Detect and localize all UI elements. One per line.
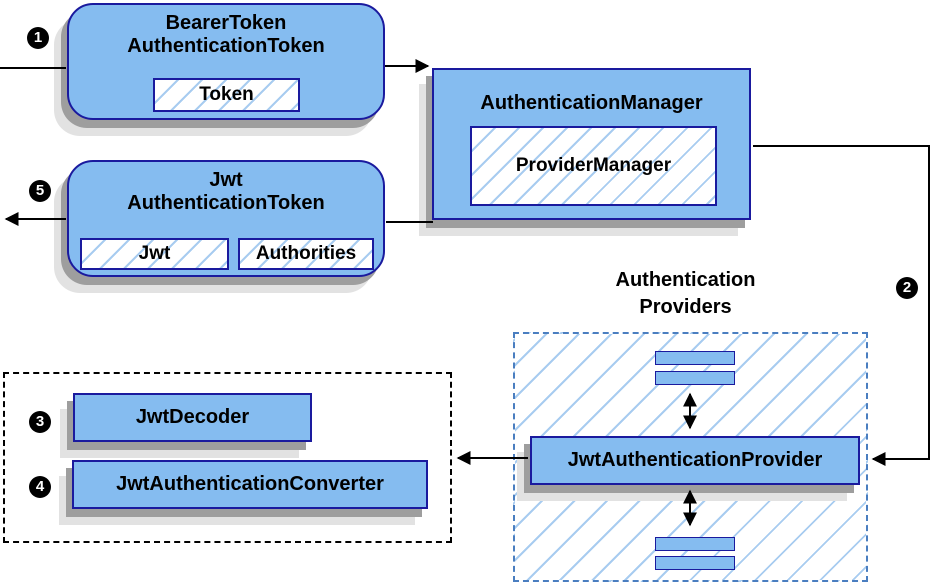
jwt-token-node-title: Jwt AuthenticationToken [69, 169, 383, 215]
authentication-providers-label: Authentication Providers [573, 267, 798, 321]
jwt-token-title-line1: Jwt [209, 169, 243, 191]
authentication-providers-label-line1: Authentication [615, 269, 756, 291]
provider-manager-field-label: ProviderManager [515, 155, 672, 176]
jwt-field: Jwt [80, 238, 229, 270]
jwt-authentication-converter-node: JwtAuthenticationConverter [72, 460, 428, 509]
authentication-manager-title: AuthenticationManager [480, 92, 703, 114]
jwt-decoder-title: JwtDecoder [135, 406, 250, 428]
jwt-authentication-token-node: Jwt AuthenticationToken Jwt Authorities [67, 160, 385, 277]
jwt-decoder-converter-group [3, 372, 452, 543]
authorities-field-label: Authorities [255, 243, 357, 264]
step-3-number: 3 [35, 413, 45, 430]
token-field: Token [153, 78, 300, 112]
provider-placeholder-bar [655, 556, 735, 570]
bearer-token-title-line1: BearerToken [165, 12, 287, 34]
jwt-authentication-provider-node: JwtAuthenticationProvider [530, 436, 860, 485]
authentication-manager-node: AuthenticationManager ProviderManager [432, 68, 751, 220]
bearer-token-authentication-token-node: BearerToken AuthenticationToken Token [67, 3, 385, 120]
jwt-authentication-converter-title: JwtAuthenticationConverter [116, 473, 384, 495]
token-field-label: Token [199, 84, 254, 105]
authentication-providers-group: JwtAuthenticationProvider [513, 332, 868, 582]
step-1-number: 1 [33, 29, 43, 46]
step-4-badge: 4 [29, 476, 51, 498]
jwt-field-label: Jwt [138, 243, 171, 264]
step-3-badge: 3 [29, 411, 51, 433]
jwt-authentication-provider-title: JwtAuthenticationProvider [567, 449, 823, 471]
provider-placeholder-bar [655, 371, 735, 385]
step-5-badge: 5 [29, 180, 51, 202]
authentication-providers-label-line2: Providers [639, 296, 732, 318]
jwt-token-title-line2: AuthenticationToken [127, 192, 325, 214]
provider-manager-field: ProviderManager [470, 126, 717, 206]
step-4-number: 4 [35, 478, 45, 495]
provider-placeholder-bar [655, 351, 735, 365]
step-5-number: 5 [35, 182, 45, 199]
provider-placeholder-bar [655, 537, 735, 551]
authorities-field: Authorities [238, 238, 374, 270]
bearer-token-node-title: BearerToken AuthenticationToken [69, 12, 383, 58]
step-1-badge: 1 [27, 27, 49, 49]
step-2-badge: 2 [896, 277, 918, 299]
bearer-token-title-line2: AuthenticationToken [127, 35, 325, 57]
jwt-decoder-node: JwtDecoder [73, 393, 312, 442]
step-2-number: 2 [902, 279, 912, 296]
